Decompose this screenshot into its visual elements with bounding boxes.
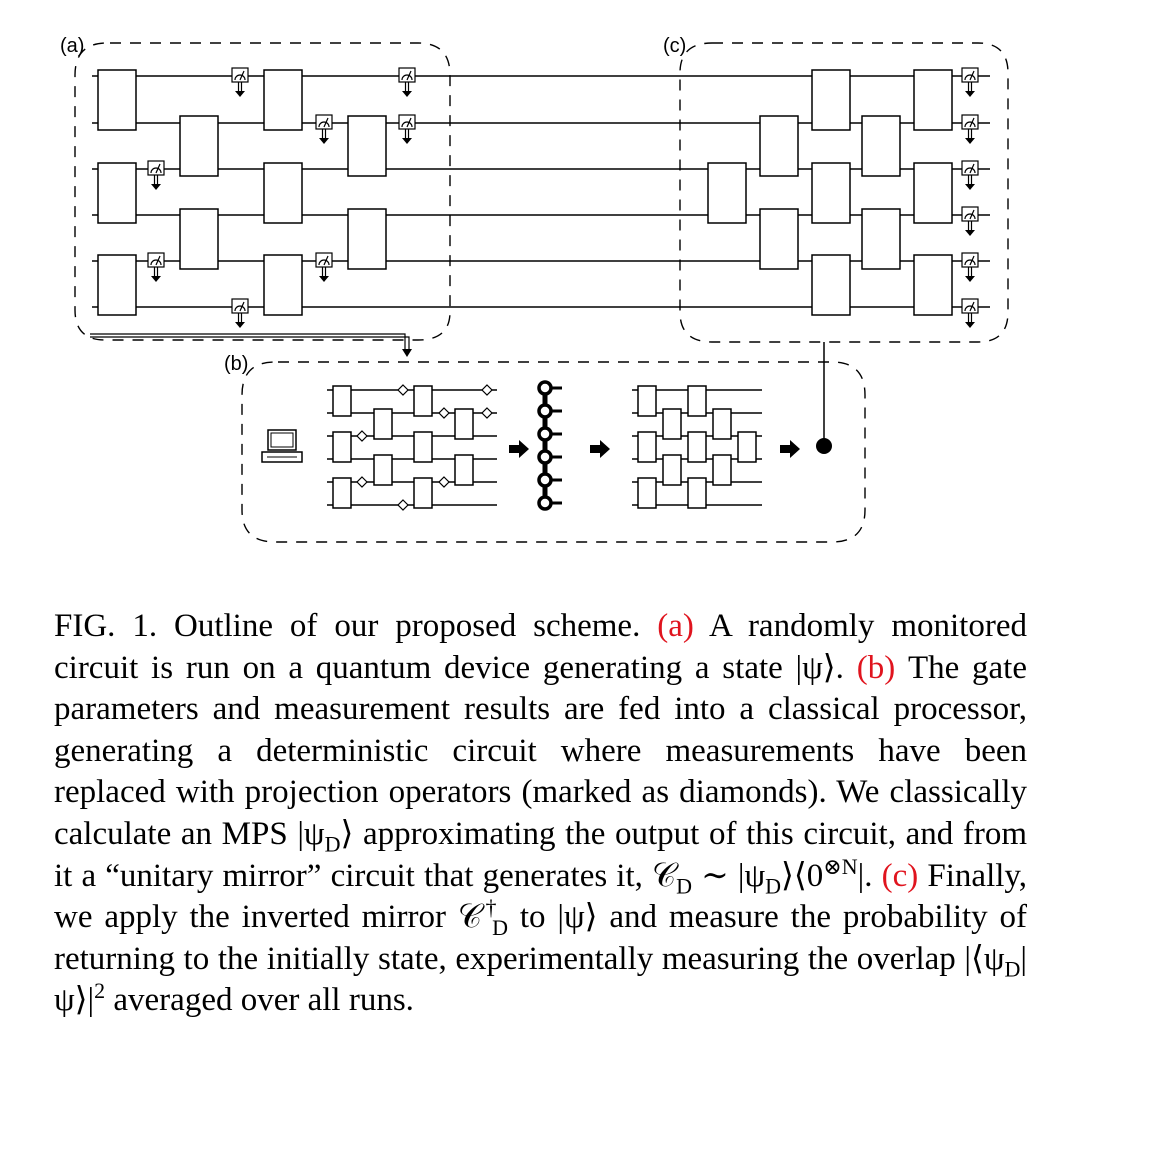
measurement-meter-icon (961, 298, 979, 329)
panel-c-measurements (961, 67, 979, 329)
deterministic-circuit (327, 384, 497, 511)
figure-caption: FIG. 1. Outline of our proposed scheme. … (54, 606, 1027, 1022)
caption-a-text: A randomly monitored circuit is run on a… (54, 608, 1027, 686)
panel-c-gates (707, 69, 953, 316)
right-arrow-icon (590, 440, 610, 458)
measurement-meter-icon (398, 67, 416, 98)
measurement-meter-icon (961, 67, 979, 98)
measurement-meter-icon (398, 114, 416, 145)
mirror-feed-line (816, 342, 832, 454)
panel-a-label: (a) (60, 35, 84, 57)
panel-c-border (679, 42, 1009, 343)
panel-b: (b) (224, 353, 866, 543)
panel-c: (c) (663, 35, 1009, 343)
caption-a-label: (a) (657, 608, 694, 644)
caption-c-text: Finally, we apply the inverted mirror 𝒞†… (54, 857, 1028, 1019)
right-arrow-icon (780, 440, 800, 458)
panel-a-border (74, 42, 451, 341)
right-arrow-icon (509, 440, 529, 458)
measurement-meter-icon (961, 206, 979, 237)
caption-b-text: The gate parameters and measurement resu… (54, 649, 1027, 899)
measurement-meter-icon (231, 298, 249, 329)
caption-b-label: (b) (856, 649, 896, 686)
caption-c-label: (c) (881, 857, 919, 894)
qubit-wires (92, 75, 990, 308)
measurement-meter-icon (231, 67, 249, 98)
measurement-meter-icon (961, 252, 979, 283)
panel-b-border (241, 361, 866, 543)
projection-diamond-icon (356, 384, 493, 511)
laptop-computer-icon (261, 429, 303, 463)
caption-fig: FIG. 1. (54, 608, 158, 644)
panel-a-gates (97, 69, 387, 316)
classical-feed-lines (90, 333, 412, 357)
caption-lead: Outline of our proposed scheme. (174, 608, 641, 644)
panel-c-label: (c) (663, 35, 686, 57)
panel-a: (a) (60, 35, 451, 341)
circuit-figure: (a) (c) (b) (60, 35, 1009, 543)
measurement-meter-icon (147, 252, 165, 283)
measurement-meter-icon (961, 160, 979, 191)
measurement-meter-icon (147, 160, 165, 191)
panel-b-label: (b) (224, 353, 248, 375)
mps-chain-icon (537, 380, 562, 511)
measurement-meter-icon (961, 114, 979, 145)
measurement-meter-icon (315, 114, 333, 145)
measurement-meter-icon (315, 252, 333, 283)
unitary-mirror-circuit (632, 385, 762, 509)
